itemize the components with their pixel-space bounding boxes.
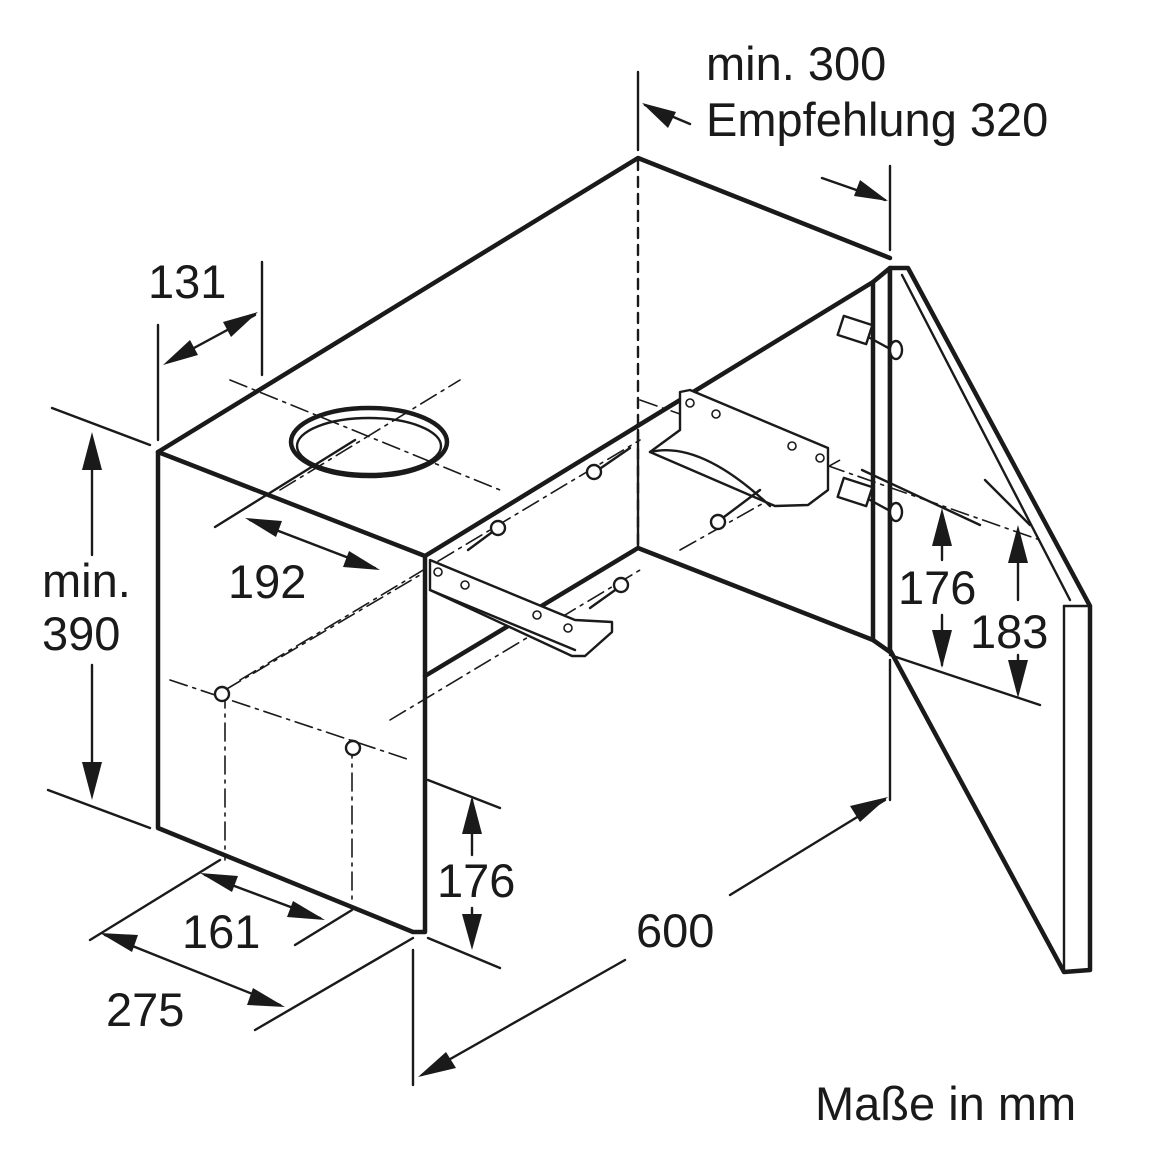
door-hinges [836, 314, 904, 523]
dim-depth-top [636, 70, 892, 252]
label-depth-min: min. 300 [706, 37, 886, 90]
cabinet-outline [155, 155, 893, 935]
label-depth-recommended: Empfehlung 320 [706, 93, 1048, 146]
label-height-min: min. [42, 554, 131, 607]
label-front-hole-offset: 161 [182, 905, 260, 958]
dim-right-brackets [860, 468, 1042, 707]
label-depth-bottom: 275 [106, 983, 184, 1036]
dim-duct-offset [213, 438, 380, 570]
label-bottom-bracket-height: 176 [437, 854, 515, 907]
cabinet-door [887, 265, 1093, 975]
dim-bottom-bracket [426, 778, 502, 970]
label-height-value: 390 [42, 607, 120, 660]
dim-top-offset [156, 260, 264, 442]
dim-width [411, 658, 892, 1087]
label-top-offset: 131 [148, 255, 226, 308]
label-side-bracket-height: 176 [898, 561, 976, 614]
label-units: Maße in mm [815, 1077, 1076, 1130]
left-mounting-bracket [428, 519, 630, 658]
duct-opening [229, 379, 501, 491]
dim-height [46, 406, 152, 830]
dim-front-hole [88, 858, 354, 947]
right-mounting-bracket [585, 388, 830, 531]
front-panel-holes [213, 685, 362, 757]
label-duct-offset: 192 [228, 555, 306, 608]
label-front-bracket-height: 183 [970, 605, 1048, 658]
label-width: 600 [636, 904, 714, 957]
construction-lines [169, 399, 1041, 906]
dim-depth-bottom [100, 933, 415, 1032]
